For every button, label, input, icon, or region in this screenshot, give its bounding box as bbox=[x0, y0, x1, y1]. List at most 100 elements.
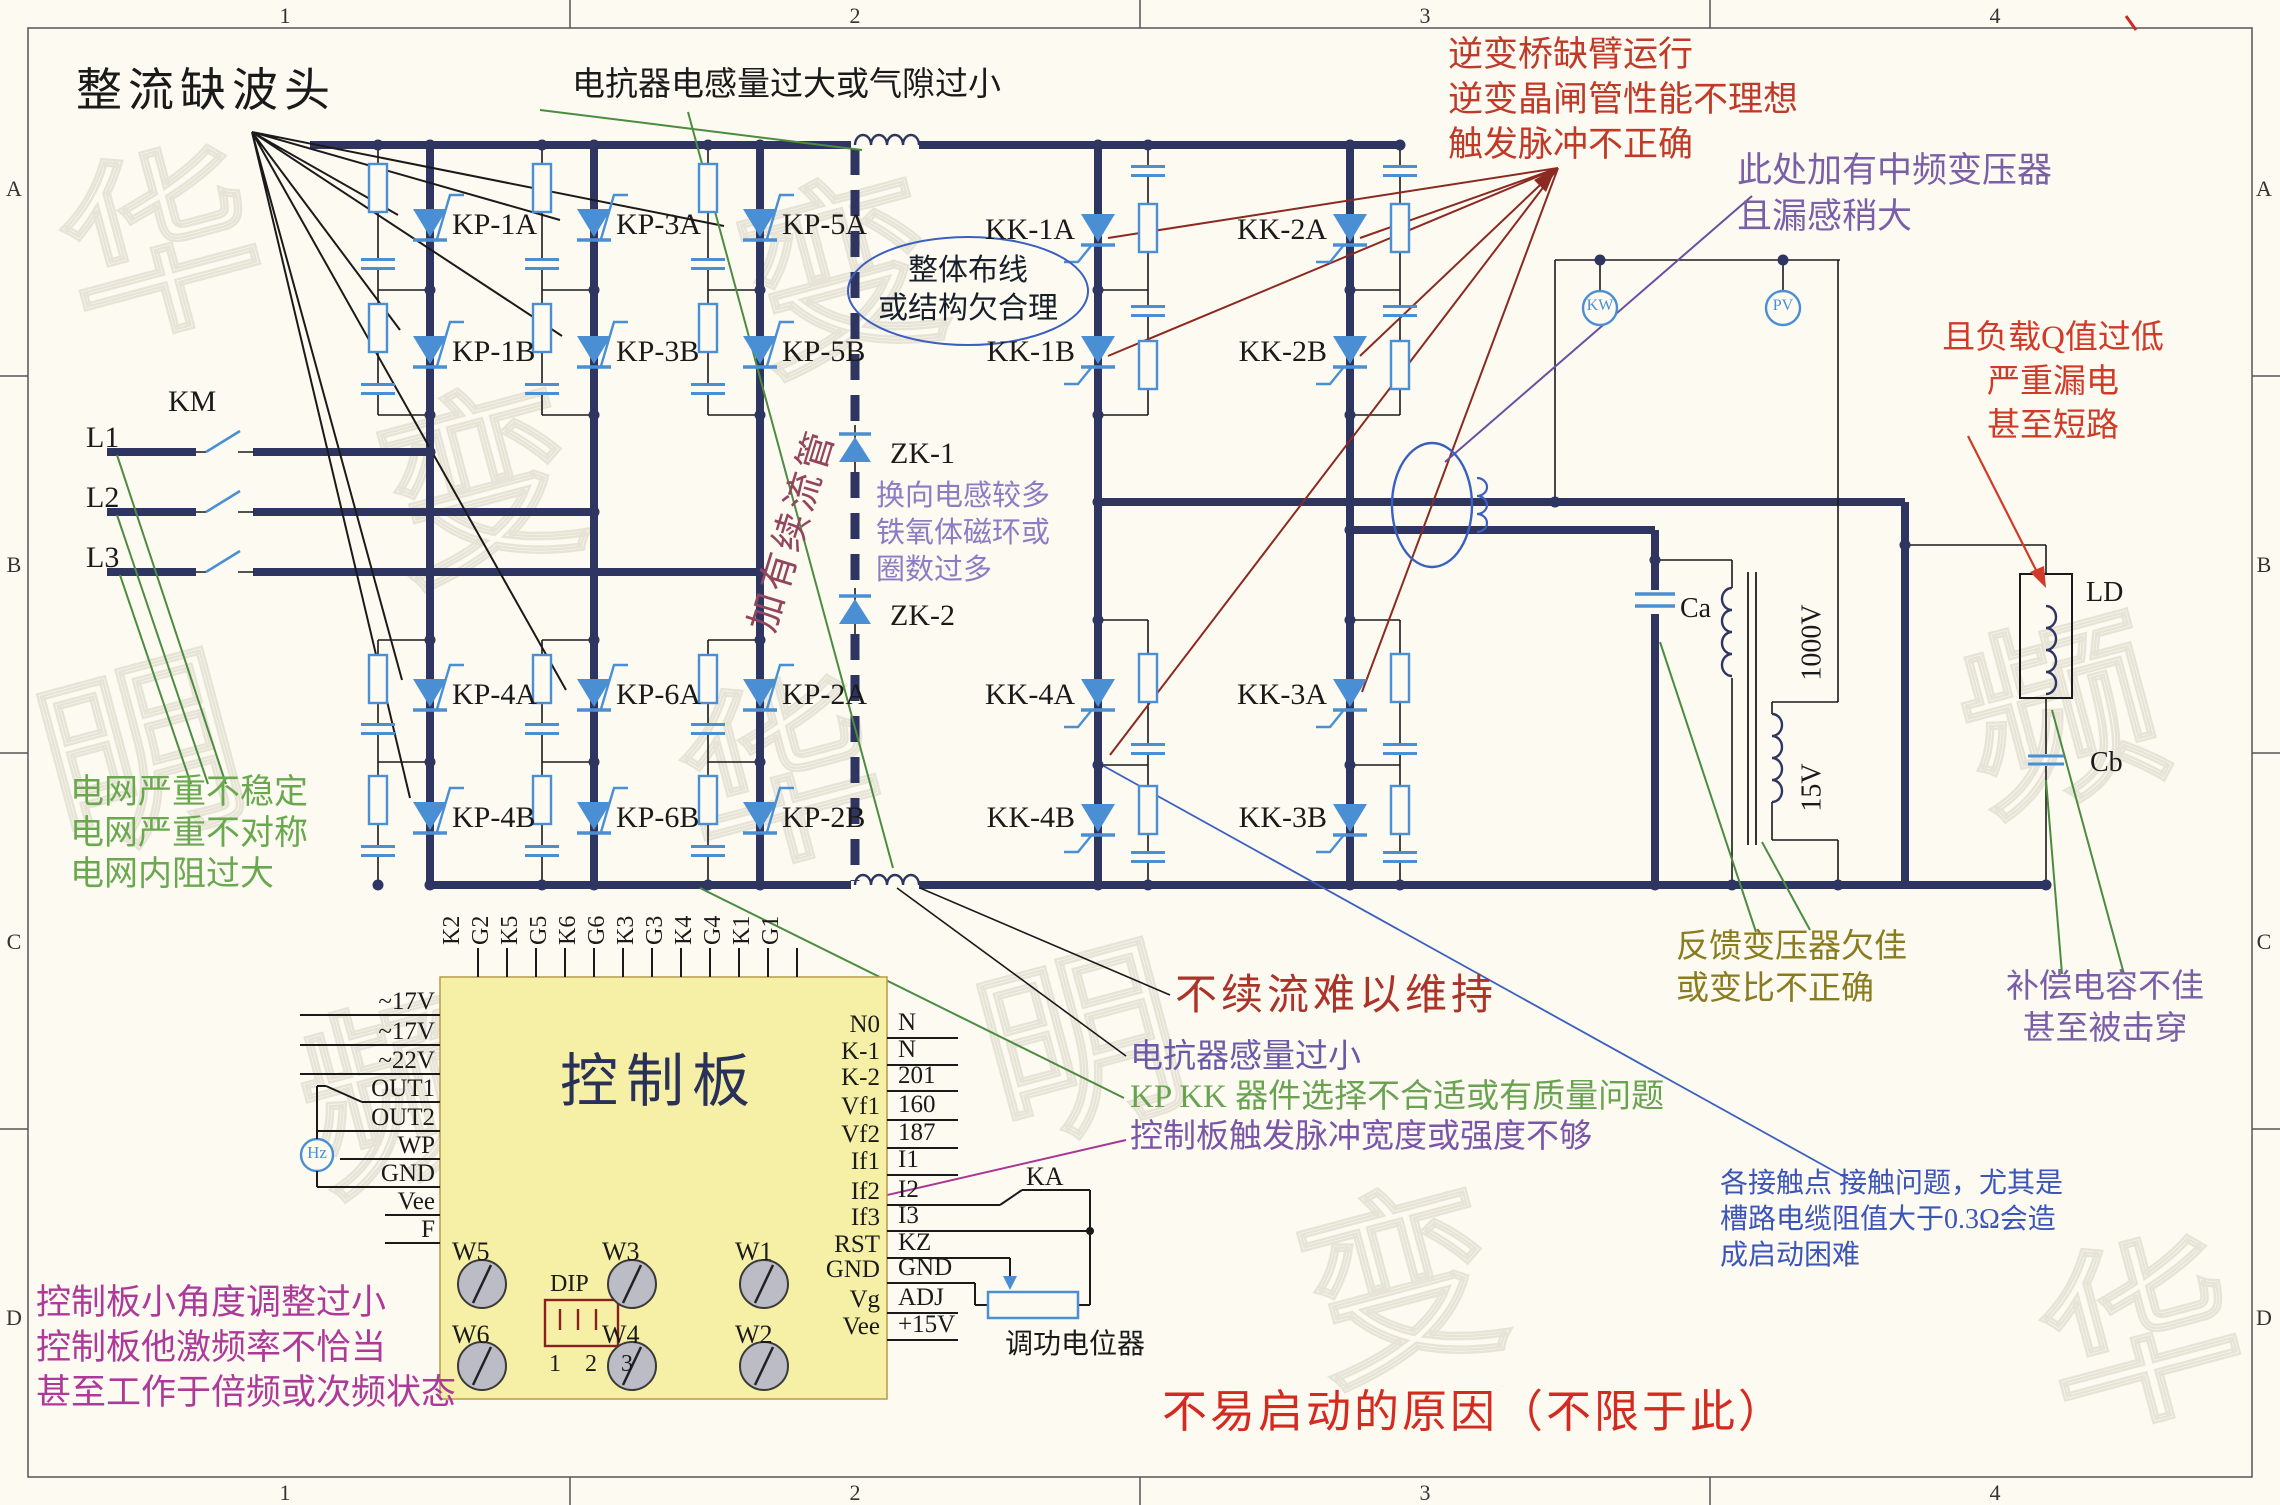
thyristor-label: KK-4A bbox=[985, 678, 1075, 711]
board-right-pin: GND bbox=[825, 1256, 880, 1283]
resistor-icon bbox=[697, 162, 719, 214]
resistor-icon bbox=[531, 162, 553, 214]
note-rectifier-missing: 整流缺波头 bbox=[76, 65, 336, 116]
board-ext-pin: 160 bbox=[898, 1091, 936, 1118]
zone-col: 2 bbox=[849, 3, 861, 28]
thyristor-label: KK-4B bbox=[986, 801, 1075, 834]
feedback-primary-coil-icon bbox=[1720, 586, 1734, 678]
potentiometer-icon bbox=[986, 1290, 1080, 1320]
phase-label-l1: L1 bbox=[86, 421, 120, 454]
zone-col: 2 bbox=[849, 1480, 861, 1505]
capacitor-ca-icon bbox=[1635, 592, 1675, 608]
note-kpkk: KP KK 器件选择不合适或有质量问题 bbox=[1130, 1079, 1665, 1115]
capacitor-icon bbox=[1129, 165, 1167, 177]
capacitor-icon bbox=[523, 383, 561, 395]
board-left-pin: GND bbox=[380, 1160, 435, 1187]
board-left-pin: WP bbox=[397, 1132, 436, 1159]
zone-row: D bbox=[2256, 1305, 2272, 1330]
relay-ka-label: KA bbox=[1026, 1162, 1064, 1191]
voltage-15v-label: 15V bbox=[1796, 763, 1828, 812]
contactor-switches bbox=[205, 429, 241, 574]
dip-switch-icon bbox=[543, 1298, 620, 1348]
board-top-pin: G3 bbox=[642, 915, 668, 945]
hz-meter-label: Hz bbox=[307, 1143, 327, 1162]
board-top-pin: K5 bbox=[497, 915, 523, 945]
zone-col: 1 bbox=[279, 1480, 291, 1505]
cap-cb-label: Cb bbox=[2090, 747, 2123, 778]
pointer-arrow-red bbox=[1967, 435, 2046, 588]
junction-dots bbox=[372, 139, 2052, 891]
note-contacts: 各接触点 接触问题，尤其是槽路电缆阻值大于0.3Ω会造成启动困难 bbox=[1720, 1168, 2064, 1271]
zone-row: A bbox=[6, 176, 22, 201]
zone-row: B bbox=[2256, 552, 2272, 577]
board-ext-pin: 201 bbox=[898, 1062, 936, 1089]
note-load-q: 且负载Q值过低严重漏电甚至短路 bbox=[1942, 320, 2164, 444]
capacitor-icon bbox=[359, 723, 397, 735]
thyristor-label: KP-2B bbox=[782, 801, 866, 834]
resistor-icon bbox=[697, 774, 719, 826]
board-right-pin: RST bbox=[834, 1231, 880, 1258]
layout-ellipse bbox=[847, 236, 1089, 346]
resistor-icon bbox=[1137, 784, 1159, 836]
zone-col: 3 bbox=[1419, 1480, 1431, 1505]
board-right-pin: If1 bbox=[850, 1148, 880, 1175]
capacitor-icon bbox=[523, 845, 561, 857]
capacitor-icon bbox=[523, 723, 561, 735]
pointer-lines-darkred bbox=[1107, 167, 1559, 756]
board-top-pin: G5 bbox=[526, 915, 552, 945]
board-ext-pin: I1 bbox=[898, 1146, 919, 1173]
resistor-icon bbox=[1389, 202, 1411, 254]
control-board bbox=[439, 976, 888, 1400]
board-left-pin: ~17V bbox=[378, 988, 435, 1015]
board-ext-pin: ADJ bbox=[898, 1284, 944, 1311]
board-right-pin: Vg bbox=[849, 1286, 880, 1313]
resistor-icon bbox=[367, 162, 389, 214]
note-inverter-issues: 逆变桥缺臂运行逆变晶闸管性能不理想触发脉冲不正确 bbox=[1448, 35, 1799, 164]
capacitor-icon bbox=[689, 845, 727, 857]
phase-label-l3: L3 bbox=[86, 541, 120, 574]
note-grid: 电网严重不稳定电网严重不对称电网内阻过大 bbox=[70, 774, 308, 893]
knob-label: W3 bbox=[602, 1237, 640, 1266]
resistor-icon bbox=[697, 653, 719, 705]
thyristor-label: KK-3B bbox=[1238, 801, 1327, 834]
board-ext-pin: N bbox=[898, 1036, 917, 1063]
capacitor-icon bbox=[689, 383, 727, 395]
knob-label: W5 bbox=[452, 1237, 490, 1266]
board-ext-pin: GND bbox=[898, 1254, 953, 1281]
board-left-pin: OUT2 bbox=[371, 1104, 435, 1131]
thyristor-label: KP-3B bbox=[616, 335, 700, 368]
pv-meter-icon bbox=[1764, 289, 1802, 327]
wires bbox=[196, 149, 2047, 885]
board-pins bbox=[300, 948, 1091, 1341]
resistor-icon bbox=[697, 302, 719, 354]
note-board-issues: 控制板小角度调整过小控制板他激频率不恰当甚至工作于倍频或次频状态 bbox=[36, 1283, 457, 1412]
resistor-icon bbox=[1137, 652, 1159, 704]
zone-col: 4 bbox=[1989, 1480, 2001, 1505]
diode-label: ZK-1 bbox=[890, 437, 955, 470]
pointer-lines-black bbox=[251, 131, 1171, 1057]
capacitor-icon bbox=[359, 258, 397, 270]
thyristor-label: KK-2B bbox=[1238, 335, 1327, 368]
contactor-label: KM bbox=[168, 385, 217, 418]
thyristor-label: KP-2A bbox=[782, 678, 868, 711]
note-commutation: 换向电感较多铁氧体磁环或圈数过多 bbox=[876, 480, 1051, 586]
thyristor-label: KK-2A bbox=[1237, 213, 1327, 246]
note-mf-transformer: 此处加有中频变压器且漏感稍大 bbox=[1737, 151, 2053, 236]
board-top-pin: G4 bbox=[700, 915, 726, 945]
phase-label-l2: L2 bbox=[86, 481, 120, 514]
dip-numbers: 1 2 3 bbox=[549, 1351, 642, 1377]
load-box bbox=[2019, 573, 2073, 699]
thyristor-label: KK-1B bbox=[986, 335, 1075, 368]
resistor-icon bbox=[1137, 339, 1159, 391]
transformer-core bbox=[1747, 572, 1757, 845]
board-left-pin: F bbox=[421, 1216, 435, 1243]
board-left-pin: ~17V bbox=[378, 1018, 435, 1045]
board-top-pin: K2 bbox=[439, 915, 465, 945]
knob-label: W4 bbox=[602, 1320, 640, 1349]
resistor-icon bbox=[1389, 784, 1411, 836]
pot-knob-icon bbox=[606, 1258, 658, 1310]
capacitor-icon bbox=[359, 845, 397, 857]
board-top-pin: K3 bbox=[613, 915, 639, 945]
